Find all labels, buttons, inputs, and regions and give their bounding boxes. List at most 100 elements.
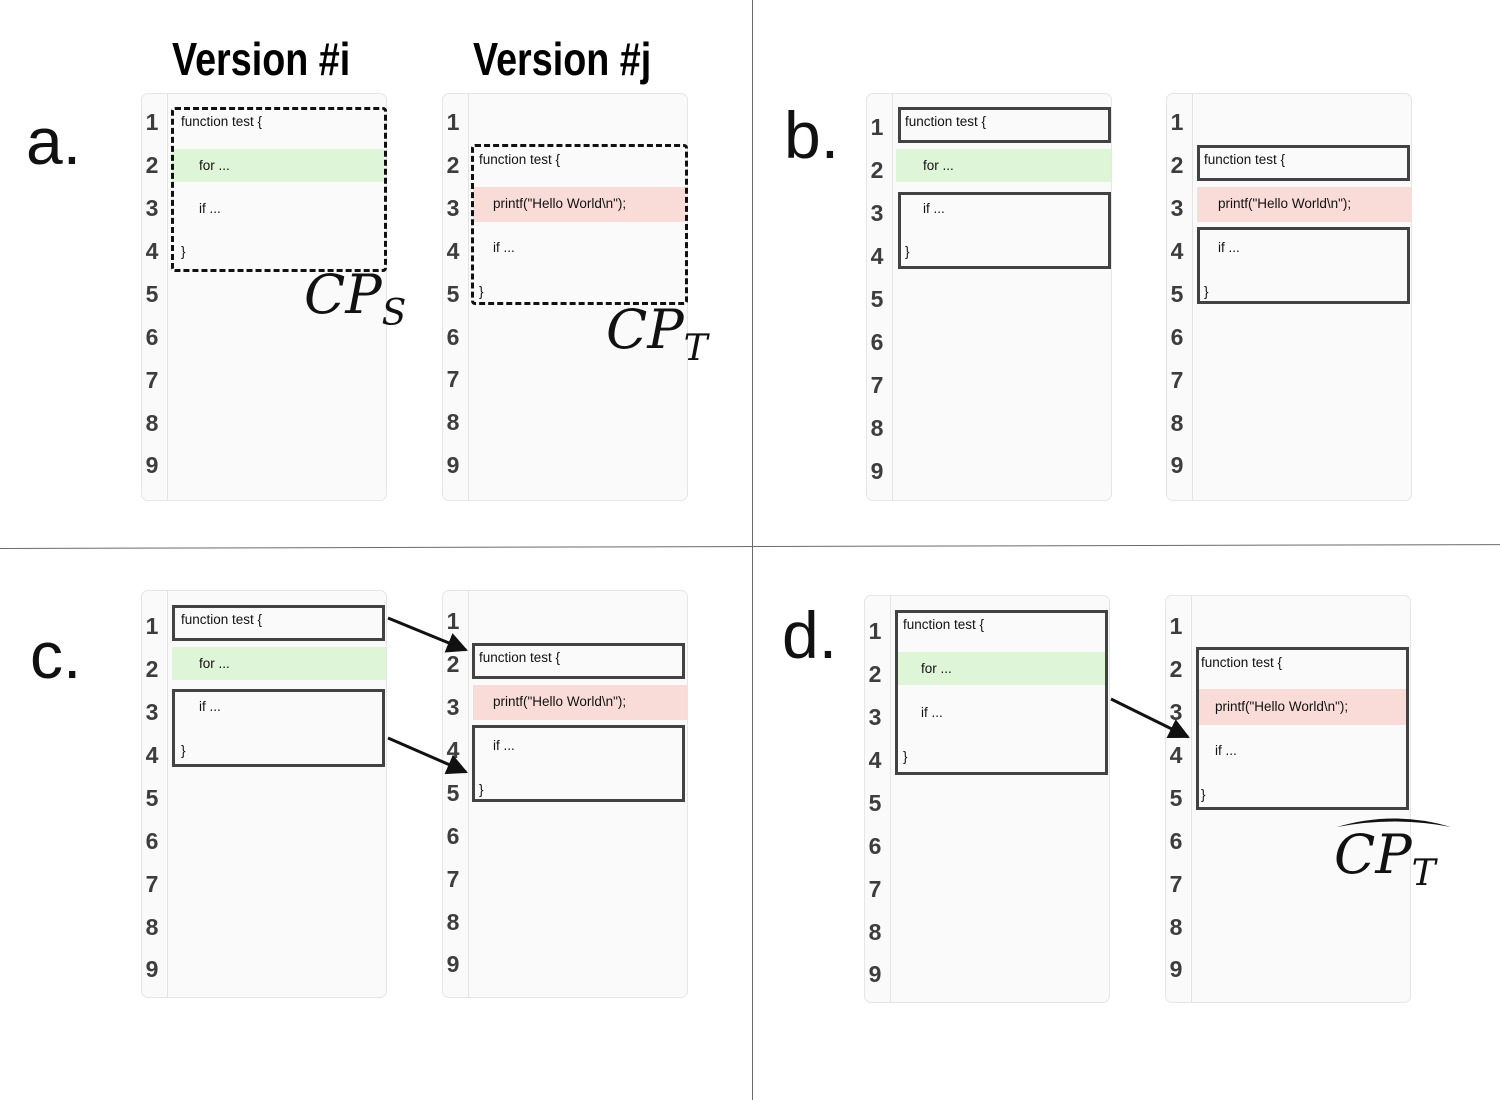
line-number: 9 bbox=[446, 452, 460, 478]
code-close-brace: } bbox=[903, 749, 908, 764]
line-number: 4 bbox=[868, 747, 882, 773]
cp-s-subscript: S bbox=[381, 293, 407, 334]
line-number: 5 bbox=[870, 286, 884, 312]
cp-s-base: CP bbox=[304, 263, 382, 326]
panel-c-target-editor: function test { printf("Hello World\n");… bbox=[442, 590, 688, 998]
line-gutter bbox=[867, 94, 893, 500]
line-number: 9 bbox=[446, 951, 460, 977]
code-printf: printf("Hello World\n"); bbox=[1215, 699, 1349, 714]
code-close-brace: } bbox=[181, 743, 186, 758]
removed-line-highlight bbox=[1197, 187, 1411, 222]
code-for: for ... bbox=[199, 656, 230, 671]
line-number: 2 bbox=[145, 152, 159, 178]
panel-letter-c: c. bbox=[30, 618, 82, 692]
cp-s-dashed-region bbox=[171, 107, 387, 272]
panel-letter-d: d. bbox=[782, 598, 838, 672]
cp-t-hat-base: CP bbox=[1334, 823, 1412, 886]
line-number: 5 bbox=[1169, 785, 1183, 811]
panel-letter-a: a. bbox=[26, 104, 82, 178]
line-number: 7 bbox=[1170, 367, 1184, 393]
chunk-box-function bbox=[1197, 145, 1410, 181]
line-gutter bbox=[1167, 94, 1193, 500]
code-close-brace: } bbox=[181, 244, 186, 259]
code-if: if ... bbox=[199, 201, 221, 216]
line-number: 1 bbox=[1170, 109, 1184, 135]
cp-t-hat-subscript: T bbox=[1411, 853, 1436, 894]
line-number: 3 bbox=[1169, 699, 1183, 725]
code-function: function test { bbox=[479, 152, 561, 167]
line-number: 6 bbox=[1170, 324, 1184, 350]
line-number: 8 bbox=[446, 409, 460, 435]
chunk-box-if bbox=[1197, 227, 1410, 304]
line-number: 7 bbox=[868, 876, 882, 902]
added-line-highlight bbox=[896, 652, 1107, 685]
hat-accent-icon bbox=[1337, 818, 1451, 827]
code-function: function test { bbox=[181, 114, 263, 129]
code-if: if ... bbox=[1218, 240, 1240, 255]
line-number: 7 bbox=[870, 372, 884, 398]
line-number: 2 bbox=[870, 157, 884, 183]
line-gutter bbox=[443, 591, 469, 997]
line-number: 1 bbox=[145, 109, 159, 135]
cp-t-hat-label: CPT bbox=[1334, 828, 1436, 892]
line-number: 1 bbox=[145, 613, 159, 639]
line-number: 6 bbox=[868, 833, 882, 859]
code-close-brace: } bbox=[1204, 284, 1209, 299]
code-function: function test { bbox=[1204, 152, 1286, 167]
line-number: 6 bbox=[446, 324, 460, 350]
line-number: 7 bbox=[446, 366, 460, 392]
code-function: function test { bbox=[905, 114, 987, 129]
line-number: 1 bbox=[446, 109, 460, 135]
cp-t-dashed-region bbox=[471, 144, 688, 305]
arrow-merged-mapping bbox=[1110, 697, 1190, 739]
code-if: if ... bbox=[923, 201, 945, 216]
code-printf: printf("Hello World\n"); bbox=[493, 196, 627, 211]
panel-d-target-editor: function test { printf("Hello World\n");… bbox=[1165, 595, 1411, 1003]
line-number: 2 bbox=[1169, 656, 1183, 682]
line-number: 3 bbox=[446, 694, 460, 720]
line-number: 6 bbox=[145, 828, 159, 854]
version-i-heading: Version #i bbox=[172, 33, 351, 85]
code-for: for ... bbox=[923, 158, 954, 173]
code-if: if ... bbox=[199, 699, 221, 714]
line-number: 8 bbox=[1169, 914, 1183, 940]
line-number: 1 bbox=[868, 618, 882, 644]
merged-chunk-box bbox=[1196, 647, 1409, 810]
cp-t-base: CP bbox=[606, 298, 684, 361]
line-number: 5 bbox=[145, 281, 159, 307]
line-number: 5 bbox=[868, 790, 882, 816]
line-number: 2 bbox=[145, 656, 159, 682]
chunk-box-if bbox=[898, 192, 1111, 269]
line-number: 3 bbox=[145, 699, 159, 725]
line-number: 9 bbox=[1170, 452, 1184, 478]
code-printf: printf("Hello World\n"); bbox=[493, 694, 627, 709]
code-function: function test { bbox=[181, 612, 263, 627]
line-number: 1 bbox=[446, 608, 460, 634]
line-number: 4 bbox=[1169, 742, 1183, 768]
line-number: 4 bbox=[145, 238, 159, 264]
line-gutter bbox=[142, 591, 168, 997]
line-gutter bbox=[1166, 596, 1192, 1002]
cp-t-label: CPT bbox=[606, 303, 708, 367]
code-function: function test { bbox=[903, 617, 985, 632]
line-number: 9 bbox=[870, 458, 884, 484]
line-number: 7 bbox=[1169, 871, 1183, 897]
line-number: 3 bbox=[868, 704, 882, 730]
cp-s-label: CPS bbox=[304, 268, 406, 332]
line-number: 1 bbox=[1169, 613, 1183, 639]
added-line-highlight bbox=[172, 149, 384, 182]
line-gutter bbox=[443, 94, 469, 500]
panel-b-target-editor: function test { printf("Hello World\n");… bbox=[1166, 93, 1412, 501]
line-number: 5 bbox=[446, 281, 460, 307]
line-number: 8 bbox=[446, 909, 460, 935]
code-close-brace: } bbox=[1201, 787, 1206, 802]
line-gutter bbox=[142, 94, 168, 500]
code-if: if ... bbox=[493, 240, 515, 255]
code-function: function test { bbox=[1201, 655, 1283, 670]
code-printf: printf("Hello World\n"); bbox=[1218, 196, 1352, 211]
code-if: if ... bbox=[1215, 743, 1237, 758]
chunk-box-if bbox=[472, 725, 685, 802]
line-number: 3 bbox=[446, 195, 460, 221]
